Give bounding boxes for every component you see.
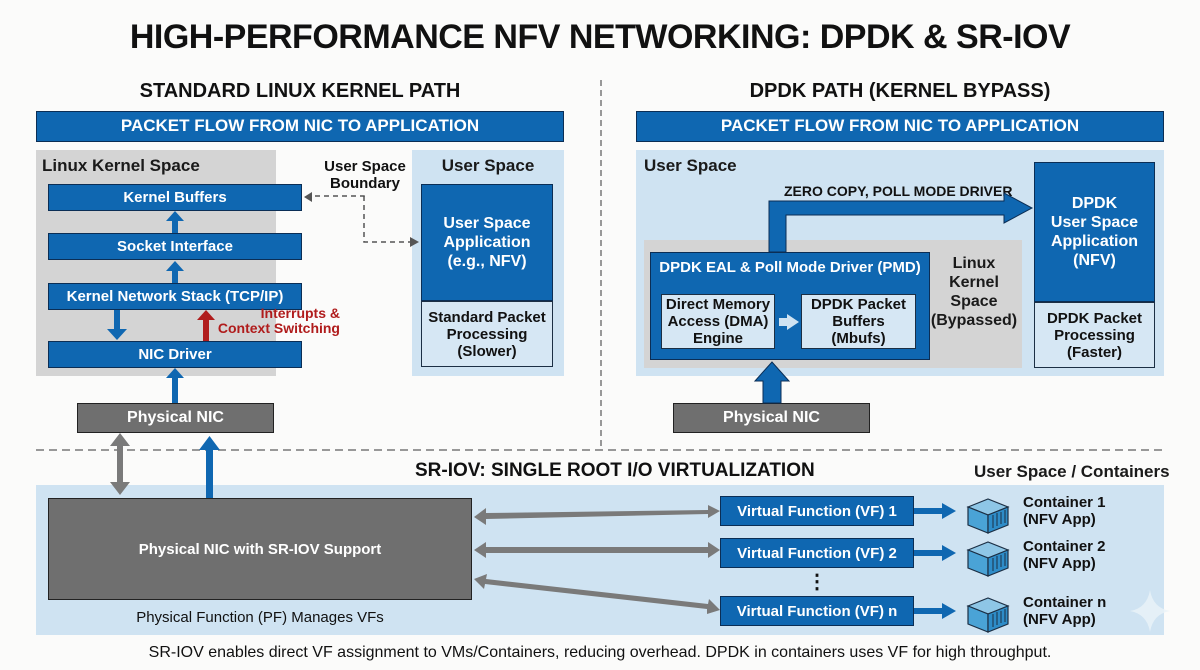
container-n-name: Container n [1023,594,1107,611]
dpdk-packet-processing-box: DPDK Packet Processing (Faster) [1034,302,1155,368]
bypassed-line-4: (Bypassed) [930,312,1018,329]
user-space-application-box: User Space Application (e.g., NFV) [421,184,553,301]
dma-line-1: Direct Memory [665,296,771,313]
bypassed-line-1: Linux [952,255,996,272]
user-space-boundary-label: User Space Boundary [322,158,408,192]
dpdk-app-line-3: Application [1050,233,1139,250]
user-space-boundary-connector [313,195,412,243]
app-line-3: (e.g., NFV) [447,253,527,270]
dpdk-processing-line-2: Processing [1054,326,1135,344]
dpdk-user-space-application-box: DPDK User Space Application (NFV) [1034,162,1155,302]
container-n-label: Container n (NFV App) [1023,594,1106,628]
app-line-1: User Space [443,215,531,232]
dpdk-app-line-2: User Space [1050,214,1139,231]
footer-note: SR-IOV enables direct VF assignment to V… [148,644,1052,661]
container-1-sub: (NFV App) [1023,511,1096,528]
processing-line-3: (Slower) [457,342,517,360]
container-1-label: Container 1 (NFV App) [1023,494,1106,528]
bypassed-line-2: Kernel [949,274,999,291]
dpdk-app-line-1: DPDK [1071,195,1118,212]
nic-driver-box: NIC Driver [48,341,302,368]
left-packet-flow-bar: PACKET FLOW FROM NIC TO APPLICATION [36,111,564,142]
dma-engine-box: Direct Memory Access (DMA) Engine [661,294,775,349]
processing-line-2: Processing [446,325,528,343]
linux-kernel-space-label: Linux Kernel Space [42,156,200,175]
mbuf-line-1: DPDK Packet [810,296,907,313]
processing-line-1: Standard Packet [428,308,546,326]
container-2-label: Container 2 (NFV App) [1023,538,1106,572]
kernel-bypassed-label: Linux Kernel Space (Bypassed) [928,254,1020,330]
left-user-space-label: User Space [441,156,535,175]
right-section-heading: DPDK PATH (KERNEL BYPASS) [749,80,1051,102]
dpdk-app-line-4: (NFV) [1073,252,1116,269]
socket-interface-box: Socket Interface [48,233,302,260]
dpdk-processing-line-3: (Faster) [1066,343,1122,361]
right-physical-nic-box: Physical NIC [673,403,870,433]
physical-nic-sriov-box: Physical NIC with SR-IOV Support [48,498,472,600]
container-n-sub: (NFV App) [1023,611,1096,628]
bypassed-line-3: Space [950,293,998,310]
right-user-space-label: User Space [644,156,737,175]
kernel-network-stack-box: Kernel Network Stack (TCP/IP) [48,283,302,310]
interrupts-context-switching-label: Interrupts & Context Switching [206,306,340,336]
boundary-arrowhead-left [304,192,312,202]
dma-line-3: Engine [692,330,743,347]
container-2-name: Container 2 [1023,538,1106,555]
vf-box-n: Virtual Function (VF) n [720,596,914,626]
sriov-heading: SR-IOV: SINGLE ROOT I/O VIRTUALIZATION [415,460,815,481]
boundary-label-line-2: Boundary [329,175,400,192]
vf-box-2: Virtual Function (VF) 2 [720,538,914,568]
interrupts-label-line-1: Interrupts & [260,305,340,321]
pf-caption: Physical Function (PF) Manages VFs [136,609,384,626]
vf-ellipsis: ⋮ [807,571,827,593]
vf-box-1: Virtual Function (VF) 1 [720,496,914,526]
kernel-buffers-box: Kernel Buffers [48,184,302,211]
interrupts-label-line-2: Context Switching [217,320,340,336]
dpdk-pmd-label: DPDK EAL & Poll Mode Driver (PMD) [659,259,921,276]
boundary-label-line-1: User Space [324,158,406,175]
left-physical-nic-box: Physical NIC [77,403,274,433]
dpdk-processing-line-1: DPDK Packet [1046,309,1143,327]
container-1-name: Container 1 [1023,494,1106,511]
dpdk-packet-buffers-box: DPDK Packet Buffers (Mbufs) [801,294,916,349]
mbuf-line-3: (Mbufs) [831,330,886,347]
zero-copy-label: ZERO COPY, POLL MODE DRIVER [784,183,1013,199]
standard-packet-processing-box: Standard Packet Processing (Slower) [421,301,553,367]
mbuf-line-2: Buffers [832,313,885,330]
container-2-sub: (NFV App) [1023,555,1096,572]
right-packet-flow-bar: PACKET FLOW FROM NIC TO APPLICATION [636,111,1164,142]
left-section-heading: STANDARD LINUX KERNEL PATH [139,80,461,102]
diagram-title: HIGH-PERFORMANCE NFV NETWORKING: DPDK & … [129,18,1071,56]
containers-heading: User Space / Containers [974,462,1170,481]
app-line-2: Application [443,234,531,251]
dma-line-2: Access (DMA) [667,313,769,330]
